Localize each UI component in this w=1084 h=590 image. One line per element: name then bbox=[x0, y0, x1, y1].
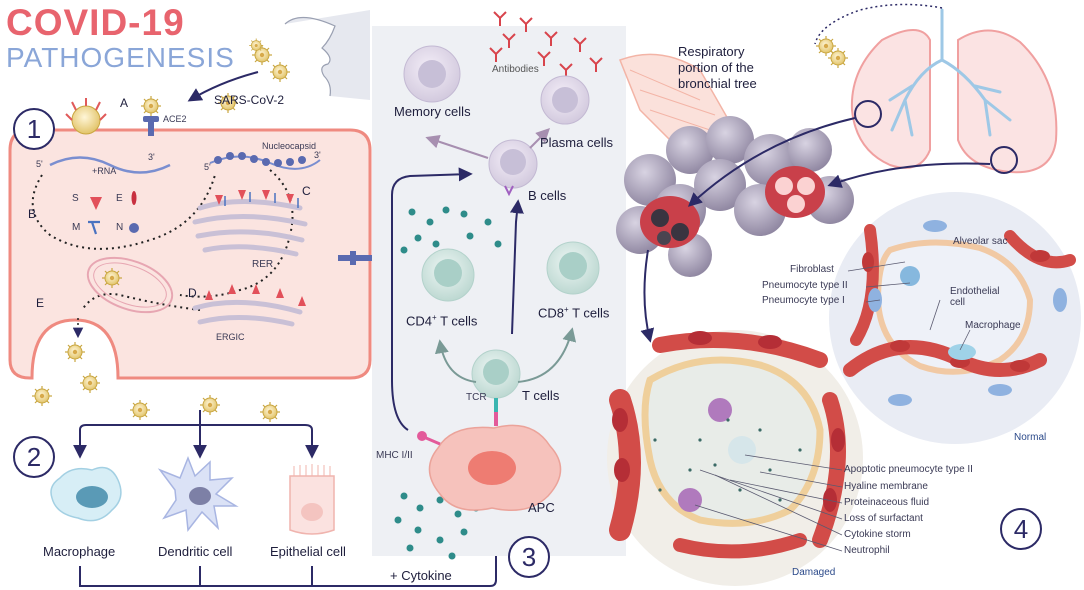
mhc-label: MHC I/II bbox=[376, 450, 413, 461]
damage-label-neutrophil: Neutrophil bbox=[844, 545, 890, 556]
protein-e-label: E bbox=[116, 193, 123, 204]
step-b-label: B bbox=[28, 207, 37, 221]
panel3-adaptive-immunity bbox=[372, 11, 626, 560]
panel1-infected-cell bbox=[8, 10, 374, 423]
damaged-alveolus bbox=[607, 330, 863, 586]
pneumocyte-type-1-label: Pneumocyte type I bbox=[762, 295, 845, 306]
panel-number-2: 2 bbox=[13, 436, 55, 478]
rer-label: RER bbox=[252, 259, 274, 270]
alveolar-sac-label: Alveolar sac bbox=[953, 236, 1008, 247]
title-pathogenesis: PATHOGENESIS bbox=[6, 42, 235, 73]
nucleocapsid-5prime: 5' bbox=[204, 162, 211, 172]
fibroblast-label: Fibroblast bbox=[790, 264, 834, 275]
rna-label: +RNA bbox=[92, 166, 117, 176]
t-cells-label: T cells bbox=[522, 388, 560, 403]
damage-label-apoptotic: Apoptotic pneumocyte type II bbox=[844, 464, 973, 475]
face-silhouette bbox=[285, 10, 370, 100]
step-d-label: D bbox=[188, 286, 197, 300]
step-e-label: E bbox=[36, 296, 45, 310]
damage-label-hyaline: Hyaline membrane bbox=[844, 481, 928, 492]
antibodies bbox=[489, 11, 603, 78]
nucleocapsid-3prime: 3' bbox=[314, 150, 321, 160]
ergic-label: ERGIC bbox=[216, 332, 245, 342]
damage-label-proteinaceous: Proteinaceous fluid bbox=[844, 497, 930, 508]
b-cells-label: B cells bbox=[528, 188, 567, 203]
plasma-cells-label: Plasma cells bbox=[540, 135, 613, 150]
panel-number-3: 3 bbox=[508, 536, 550, 578]
damaged-label: Damaged bbox=[792, 567, 836, 578]
panel2-innate-cells bbox=[50, 410, 503, 587]
protein-s-label: S bbox=[72, 193, 79, 204]
protein-m-label: M bbox=[72, 222, 81, 233]
title-covid19: COVID-19 bbox=[6, 2, 185, 43]
nucleocapsid-label: Nucleocapsid bbox=[262, 141, 317, 151]
memory-cells-label: Memory cells bbox=[394, 104, 471, 119]
cytokine-label: + Cytokine bbox=[390, 568, 452, 583]
dendritic-cell-label: Dendritic cell bbox=[158, 544, 233, 559]
epithelial-cell-label: Epithelial cell bbox=[270, 544, 346, 559]
tcr-label: TCR bbox=[466, 392, 487, 403]
rer bbox=[192, 199, 308, 257]
panel4-lung bbox=[607, 3, 1081, 586]
pneumocyte-type-2-label: Pneumocyte type II bbox=[762, 280, 848, 291]
sars-cov-2-label: SARS-CoV-2 bbox=[214, 93, 285, 107]
step-c-label: C bbox=[302, 184, 311, 198]
damage-label-cytokine-storm: Cytokine storm bbox=[844, 529, 911, 540]
antibodies-label: Antibodies bbox=[492, 64, 539, 75]
step-a-label: A bbox=[120, 96, 129, 110]
macrophage-label: Macrophage bbox=[43, 544, 116, 559]
rna-3prime: 3' bbox=[148, 152, 155, 162]
cd8-t-cells-label: CD8+ T cells bbox=[538, 305, 610, 321]
ace2-label: ACE2 bbox=[163, 114, 187, 124]
cd4-t-cells-label: CD4+ T cells bbox=[406, 313, 478, 329]
protein-n-label: N bbox=[116, 222, 124, 233]
normal-label: Normal bbox=[1014, 432, 1047, 443]
panel-number-1: 1 bbox=[13, 108, 55, 150]
normal-alveolus bbox=[829, 192, 1081, 444]
macrophage-alveolus-label: Macrophage bbox=[965, 320, 1021, 331]
rna-5prime: 5' bbox=[36, 159, 43, 169]
panel-number-4: 4 bbox=[1000, 508, 1042, 550]
apc-label: APC bbox=[528, 500, 555, 515]
ergic bbox=[192, 299, 303, 327]
damage-label-surfactant: Loss of surfactant bbox=[844, 513, 923, 524]
